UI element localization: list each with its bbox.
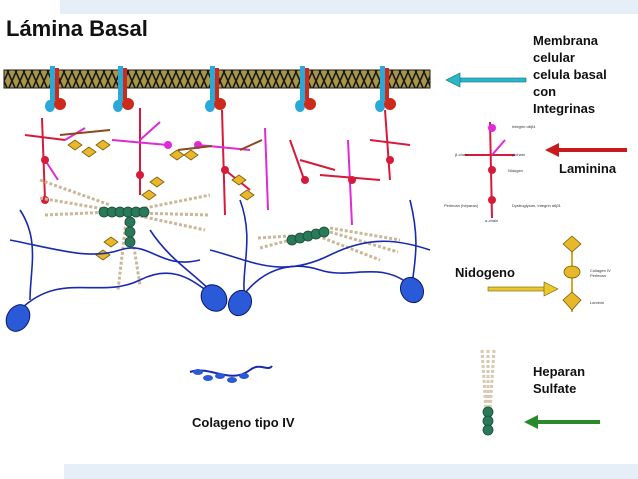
label-nidogeno: Nidogeno (455, 265, 515, 280)
integrin (295, 66, 316, 112)
inset-label: Laminin (590, 300, 604, 305)
label-line: Heparan (533, 364, 586, 379)
label-laminina: Laminina (559, 161, 617, 176)
inset-label: γ-chain (512, 152, 525, 157)
laminin (111, 108, 172, 195)
laminin (264, 127, 336, 211)
label-membrana-celular: Membrana celular celula basal con Integr… (533, 32, 633, 117)
top-band (60, 0, 638, 14)
arrow-nidogeno (487, 281, 559, 297)
collagen-iv-sample (189, 365, 273, 383)
inset-label: Nidogen (508, 168, 523, 173)
integrin (205, 66, 226, 112)
laminin (319, 109, 411, 226)
laminin (194, 109, 251, 216)
inset-label: Perlecan (heparan) (444, 203, 479, 208)
arrow-laminina (545, 143, 627, 157)
label-heparan-sulfate: Heparan Sulfate (533, 363, 585, 397)
integrin (45, 66, 66, 112)
integrin (375, 66, 396, 112)
laminin-inset: Integrin α6β4 γ-chain β-chain Nidogen Pe… (444, 121, 562, 223)
inset-label: Collagen IV (590, 268, 611, 273)
integrin (113, 66, 134, 112)
laminin-arm (59, 129, 263, 151)
heparan-inset (480, 349, 496, 436)
inset-label: Dystroglycan, Integrin α6β1 (512, 203, 562, 208)
laminin (24, 117, 86, 204)
inset-label: β-chain (455, 152, 468, 157)
collagen-endpoint (5, 276, 425, 332)
label-line: celular (533, 50, 575, 65)
page-title: Lámina Basal (6, 16, 148, 41)
bottom-band (64, 464, 638, 479)
inset-label: α-chain (485, 218, 498, 223)
nidogen-inset: Collagen IV Perlecan Laminin (562, 235, 611, 312)
inset-label: Integrin α6β4 (512, 124, 536, 129)
heparan-sulfate (39, 178, 211, 291)
arrow-membrana (445, 72, 527, 88)
nidogen (67, 139, 255, 261)
inset-label: Perlecan (590, 273, 606, 278)
label-colageno-tipo-iv: Colageno tipo IV (192, 415, 295, 430)
heparan-sulfate (257, 226, 401, 262)
label-line: con (533, 84, 557, 99)
label-line: Sulfate (533, 381, 577, 396)
label-line: Membrana (533, 33, 599, 48)
arrow-heparan (524, 415, 600, 429)
label-line: Integrinas (533, 101, 596, 116)
label-line: celula basal (533, 67, 607, 82)
